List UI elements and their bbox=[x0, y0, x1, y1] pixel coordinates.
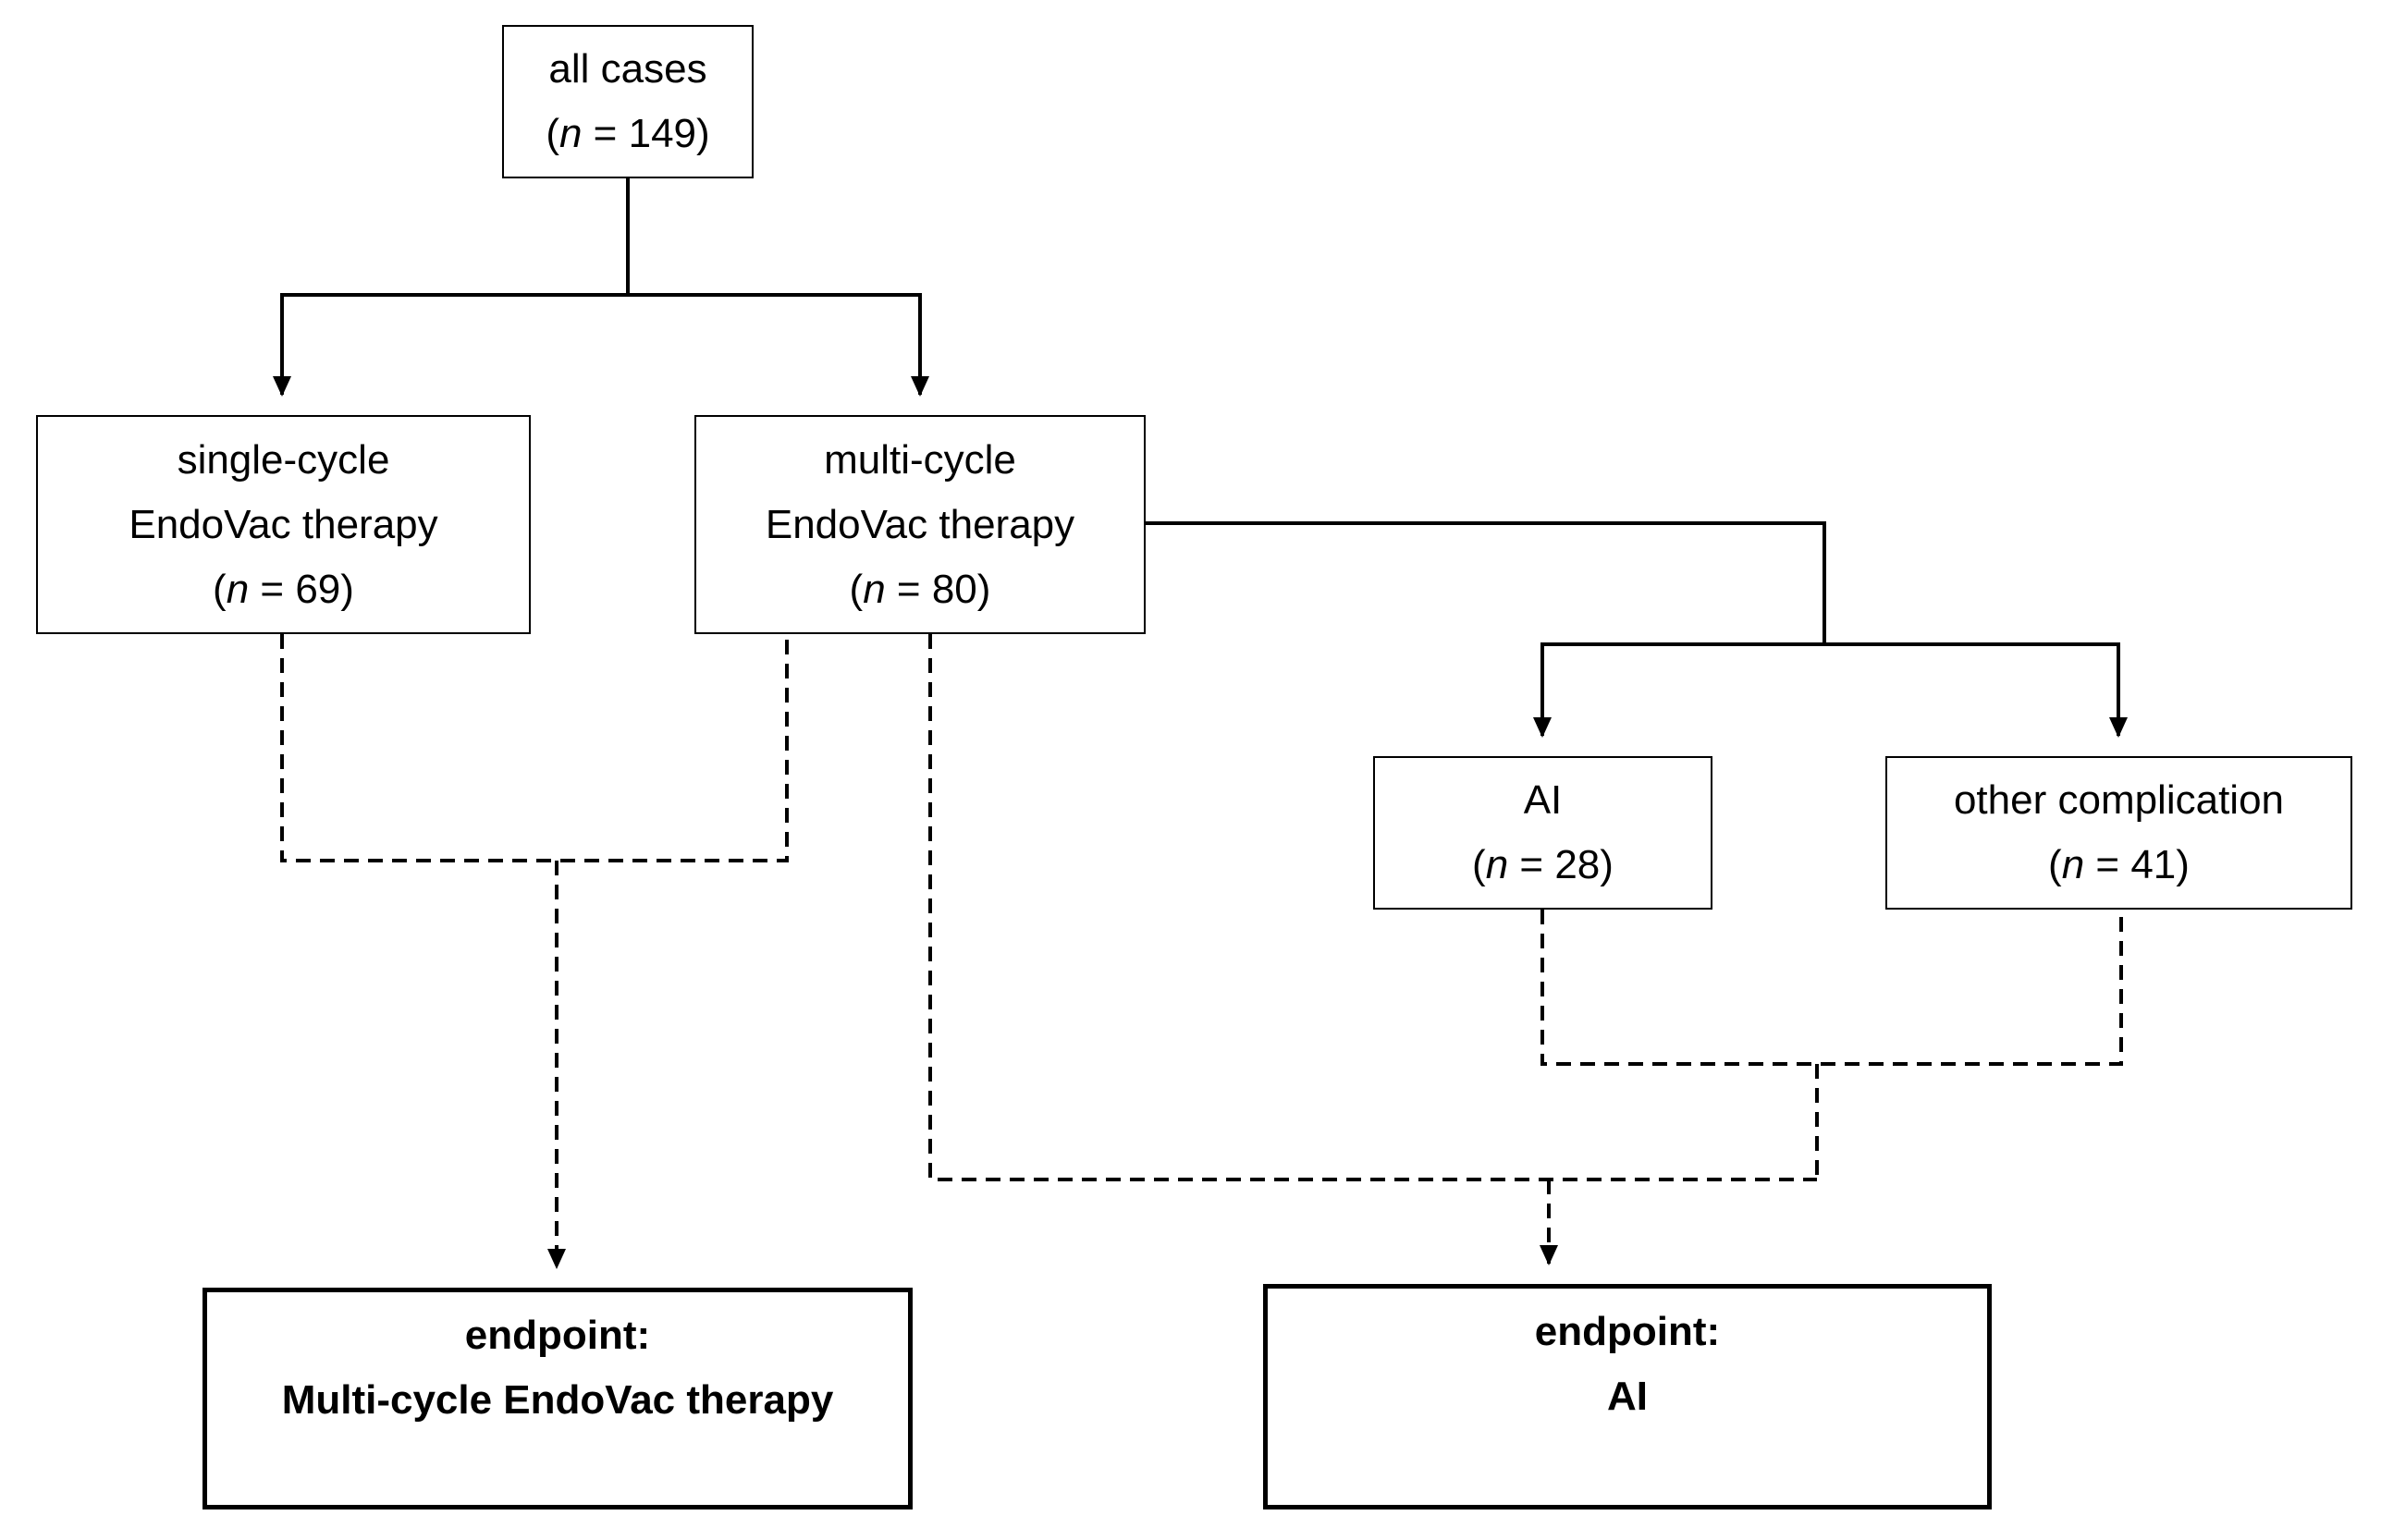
node-label: EndoVac therapy bbox=[129, 501, 438, 547]
node-ai: AI (n = 28) bbox=[1373, 756, 1712, 910]
endpoint-label: AI bbox=[1607, 1374, 1648, 1419]
node-endpoint-multi-cycle: endpoint: Multi-cycle EndoVac therapy bbox=[203, 1288, 913, 1509]
edge-multi-to-other bbox=[1824, 642, 2128, 738]
node-count: (n = 28) bbox=[1472, 842, 1614, 887]
node-single-cycle: single-cycle EndoVac therapy (n = 69) bbox=[36, 415, 531, 634]
node-other-complication: other complication (n = 41) bbox=[1885, 756, 2352, 910]
edge-ai-other-merge bbox=[1540, 910, 2123, 1066]
node-label: all cases bbox=[548, 46, 707, 92]
edge-all-to-single bbox=[273, 178, 630, 397]
node-count: (n = 41) bbox=[2048, 842, 2190, 887]
node-multi-cycle: multi-cycle EndoVac therapy (n = 80) bbox=[694, 415, 1146, 634]
node-endpoint-ai: endpoint: AI bbox=[1263, 1284, 1992, 1509]
edge-single-to-endpoint-multi bbox=[280, 634, 789, 862]
node-label: single-cycle bbox=[177, 436, 390, 483]
endpoint-heading: endpoint: bbox=[464, 1313, 651, 1358]
edge-all-to-multi bbox=[628, 293, 929, 397]
node-count: (n = 69) bbox=[213, 566, 354, 612]
node-count: (n = 80) bbox=[849, 566, 991, 612]
edge-multi-to-ai bbox=[1146, 521, 1826, 738]
node-count: (n = 149) bbox=[546, 111, 710, 156]
node-label: other complication bbox=[1953, 777, 2285, 823]
node-label: EndoVac therapy bbox=[765, 501, 1075, 547]
endpoint-heading: endpoint: bbox=[1534, 1309, 1721, 1354]
node-label: multi-cycle bbox=[824, 436, 1016, 483]
edge-multi-to-endpoint-ai bbox=[928, 634, 1817, 1181]
node-label: AI bbox=[1523, 777, 1563, 823]
endpoint-label: Multi-cycle EndoVac therapy bbox=[281, 1377, 834, 1423]
node-all-cases: all cases (n = 149) bbox=[502, 25, 754, 178]
